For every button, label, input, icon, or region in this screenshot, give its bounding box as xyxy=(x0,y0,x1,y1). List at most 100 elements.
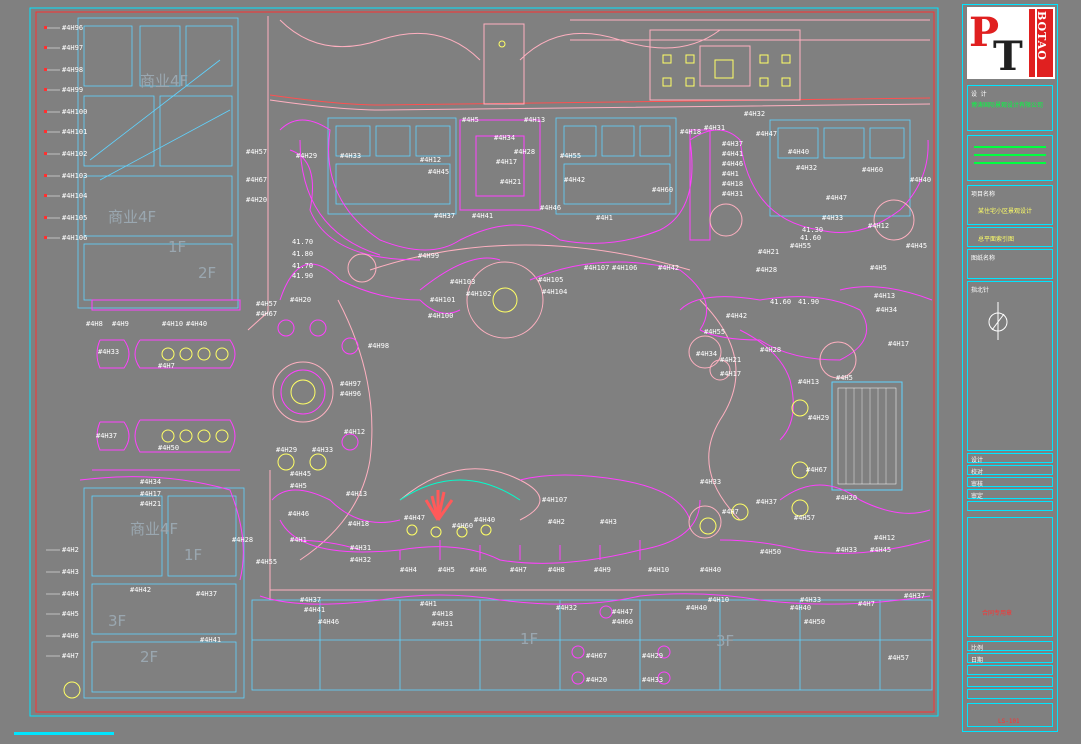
index-tag: #4H96 xyxy=(62,24,84,32)
index-tag: #4H34 xyxy=(140,478,162,486)
index-tag: #4H57 xyxy=(246,148,268,156)
index-tag: #4H37 xyxy=(756,498,778,506)
index-tag: #4H55 xyxy=(256,558,278,566)
fountain-feature xyxy=(399,479,521,538)
index-tag: #4H40 xyxy=(788,148,810,156)
north-arrow-cell: 指北针 xyxy=(967,281,1053,451)
info-row: 比例 xyxy=(967,641,1053,652)
building-label: 商业4F xyxy=(108,208,157,226)
company-logo: P T BOTAO xyxy=(967,7,1055,80)
index-tag: #4H103 xyxy=(62,172,88,180)
info-row-label: 日期 xyxy=(971,657,984,664)
index-tag: #4H37 xyxy=(434,212,456,220)
index-tag: #4H18 xyxy=(348,520,370,528)
elevation-label: 41.60 xyxy=(800,234,822,242)
index-tag: #4H6 xyxy=(62,632,79,640)
index-tag: #4H40 xyxy=(700,566,722,574)
index-tag: #4H55 xyxy=(560,152,582,160)
index-tag: #4H20 xyxy=(246,196,268,204)
index-tag: #4H12 xyxy=(868,222,890,230)
index-tag: #4H46 xyxy=(288,510,310,518)
index-tag: #4H2 xyxy=(62,546,79,554)
index-tag: #4H28 xyxy=(514,148,536,156)
index-tag: #4H7 xyxy=(510,566,527,574)
index-tag: #4H31 xyxy=(704,124,726,132)
index-tag: #4H33 xyxy=(642,676,664,684)
index-tag: #4H33 xyxy=(312,446,334,454)
index-tag: #4H33 xyxy=(800,596,822,604)
sign-row-label: 审定 xyxy=(971,493,984,500)
index-tag: #4H5 xyxy=(462,116,479,124)
index-tag: #4H1 xyxy=(420,600,437,608)
index-tag: #4H31 xyxy=(350,544,372,552)
index-tag: #4H8 xyxy=(548,566,565,574)
index-tag: #4H1 xyxy=(290,536,307,544)
index-tag: #4H96 xyxy=(340,390,362,398)
index-tag: #4H40 xyxy=(686,604,708,612)
index-tag: #4H37 xyxy=(196,590,218,598)
building-label: 商业4F xyxy=(140,72,189,90)
index-tag: #4H5 xyxy=(836,374,853,382)
index-tag: #4H57 xyxy=(888,654,910,662)
index-tag: #4H1 xyxy=(596,214,613,222)
index-tag: #4H21 xyxy=(500,178,522,186)
project-cell: 项目名称 某住宅小区景观设计 xyxy=(967,185,1053,225)
index-tag: #4H32 xyxy=(350,556,372,564)
index-tag: #4H40 xyxy=(790,604,812,612)
building-label: 2F xyxy=(140,648,159,666)
index-tag: #4H102 xyxy=(466,290,492,298)
index-tag: #4H99 xyxy=(62,86,84,94)
index-tag: #4H7 xyxy=(858,600,875,608)
elevation-label: 41.30 xyxy=(802,226,824,234)
index-tag: #4H21 xyxy=(720,356,742,364)
north-arrow-icon xyxy=(988,302,1008,340)
index-tag: #4H13 xyxy=(874,292,896,300)
logo-text: BOTAO xyxy=(1035,11,1048,61)
index-tag: #4H50 xyxy=(158,444,180,452)
company-label: 设 计 xyxy=(971,91,987,98)
index-tag: #4H41 xyxy=(304,606,326,614)
index-tag: #4H45 xyxy=(870,546,892,554)
index-tag: #4H33 xyxy=(700,478,722,486)
index-tag: #4H60 xyxy=(452,522,474,530)
index-tag: #4H6 xyxy=(470,566,487,574)
sign-row: 设计 xyxy=(967,453,1053,464)
sign-row: 审定 xyxy=(967,489,1053,500)
index-tag: #4H32 xyxy=(744,110,766,118)
logo-bar xyxy=(1029,9,1035,77)
building-label: 1F xyxy=(184,546,203,564)
index-tag: #4H37 xyxy=(96,432,118,440)
index-tag: #4H10 xyxy=(162,320,184,328)
index-tag: #4H9 xyxy=(594,566,611,574)
index-tag: #4H29 xyxy=(296,152,318,160)
building-south-west xyxy=(83,487,245,699)
leader-dots xyxy=(44,26,47,239)
project-name: 某住宅小区景观设计 xyxy=(978,208,1033,215)
index-tag: #4H40 xyxy=(474,516,496,524)
index-tag: #4H41 xyxy=(200,636,222,644)
index-tag: #4H67 xyxy=(586,652,608,660)
building-label: 3F xyxy=(108,612,127,630)
index-tag: #4H34 xyxy=(494,134,516,142)
index-tag: #4H7 xyxy=(158,362,175,370)
index-tag: #4H42 xyxy=(564,176,586,184)
sign-row-label: 审核 xyxy=(971,481,984,488)
index-tag: #4H10 xyxy=(648,566,670,574)
index-tag: #4H2 xyxy=(548,518,565,526)
index-tag: #4H67 xyxy=(256,310,278,318)
index-tag: #4H105 xyxy=(62,214,88,222)
index-tag: #4H46 xyxy=(318,618,340,626)
index-tag: #4H17 xyxy=(720,370,742,378)
horizontal-scrollbar[interactable] xyxy=(14,732,114,735)
index-tag: #4H98 xyxy=(62,66,84,74)
elevation-label: 41.80 xyxy=(292,250,314,258)
index-tag: #4H40 xyxy=(186,320,208,328)
index-tag: #4H46 xyxy=(540,204,562,212)
index-tag: #4H9 xyxy=(112,320,129,328)
index-tag: #4H21 xyxy=(758,248,780,256)
index-tag: #4H106 xyxy=(612,264,638,272)
index-tag: #4H8 xyxy=(86,320,103,328)
road-edges xyxy=(247,16,932,600)
title-block: P T BOTAO 设 计 博涛国际景观设计有限公司 项目名称 某住宅小区景观设… xyxy=(962,4,1058,732)
